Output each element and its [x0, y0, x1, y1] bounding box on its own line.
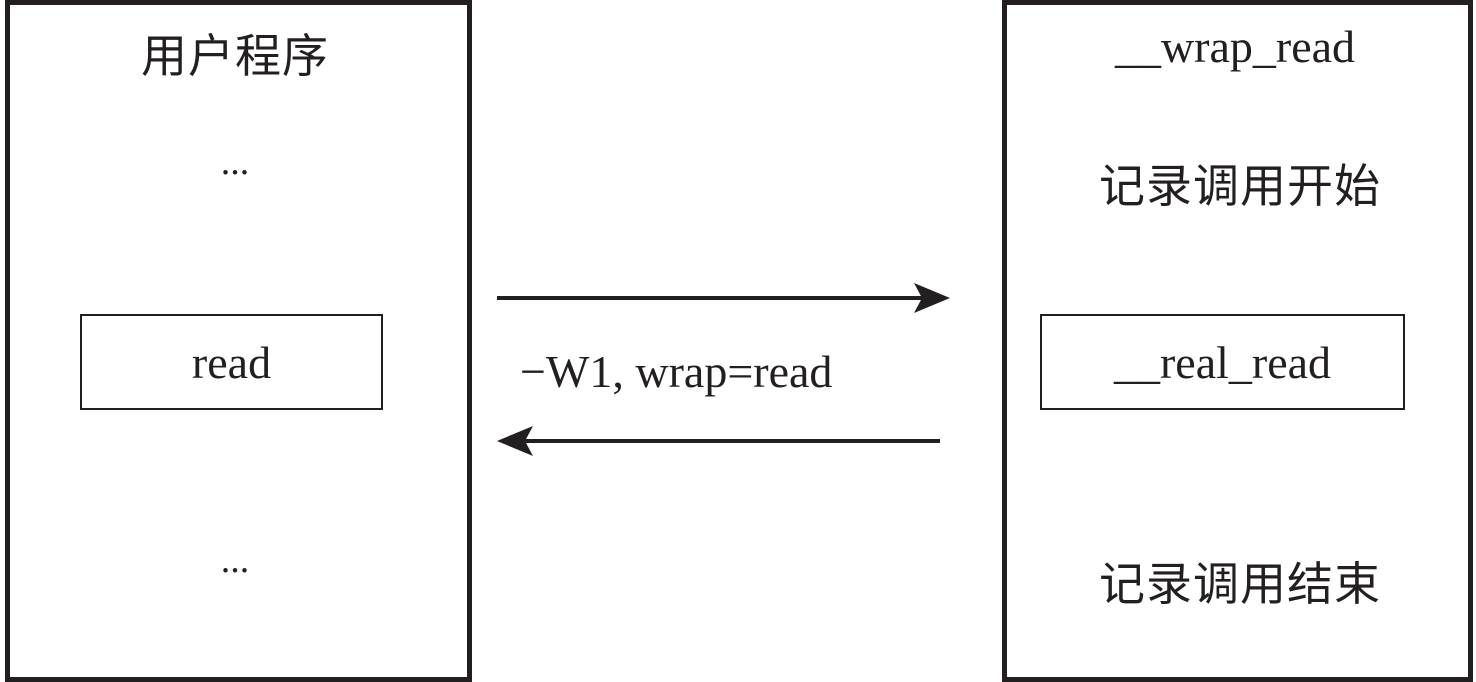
read-call-label: read	[191, 336, 272, 388]
read-call-box: read	[80, 314, 383, 410]
record-call-end: 记录调用结束	[1099, 559, 1381, 610]
record-call-start: 记录调用开始	[1099, 161, 1381, 212]
ellipsis-bottom: ...	[220, 539, 250, 581]
real-read-label: __real_read	[1113, 336, 1332, 388]
wrap-read-title: __wrap_read	[1114, 21, 1356, 72]
call-arrow-right	[497, 283, 950, 313]
user-program-title: 用户程序	[141, 31, 329, 82]
real-read-box: __real_read	[1040, 314, 1405, 410]
linker-flag-label: −W1, wrap=read	[520, 346, 833, 397]
return-arrow-left	[497, 426, 940, 456]
ellipsis-top: ...	[220, 141, 250, 183]
